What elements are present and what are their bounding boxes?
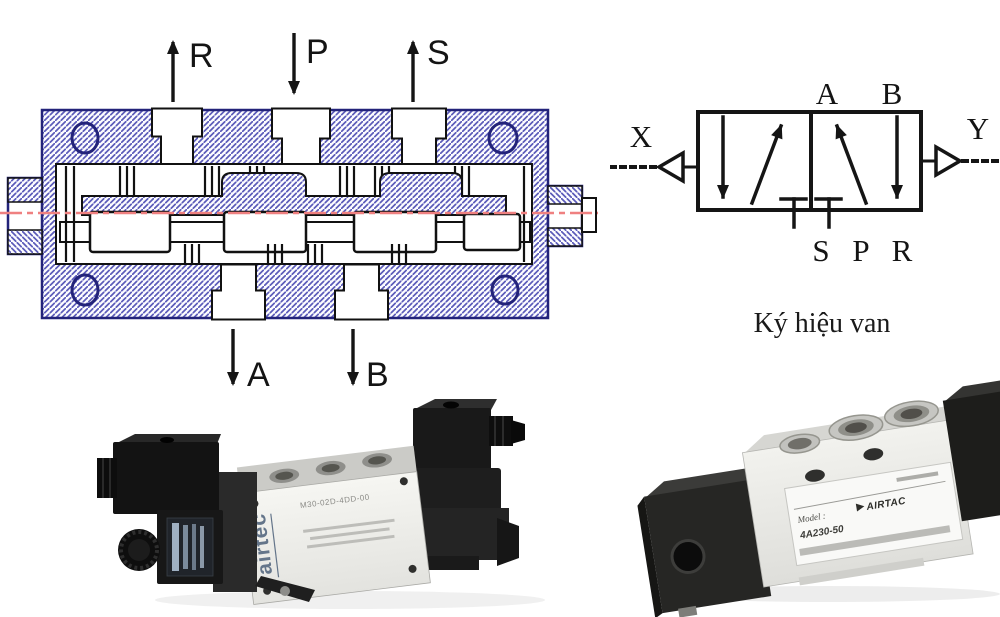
bolt-holes — [70, 121, 520, 307]
port-arrows — [167, 33, 419, 386]
left-valve-shadow — [155, 591, 545, 609]
face-hole-2 — [863, 448, 884, 461]
right-valve-top-ports — [779, 400, 939, 454]
face-hole-1 — [805, 469, 825, 482]
pilot-x — [610, 149, 700, 185]
cable-gland-left — [97, 458, 117, 498]
bolt-hole-top-left — [70, 121, 100, 155]
port-label-r: R — [189, 37, 214, 75]
symbol-flow-paths — [717, 115, 903, 229]
right-valve-nameplate: Model : AIRTAC 4A230-50 — [784, 461, 964, 567]
upper-spool-hatched — [81, 172, 507, 216]
left-end-fitting — [6, 176, 44, 256]
symbol-label-s: S — [812, 233, 829, 268]
manual-override-knob — [118, 529, 160, 571]
left-connector-box — [113, 442, 219, 514]
right-valve-body: Model : AIRTAC 4A230-50 — [741, 400, 974, 588]
left-valve-left-solenoid — [97, 434, 315, 602]
brand-triangle-icon — [855, 503, 865, 512]
right-valve-assembly: Model : AIRTAC 4A230-50 — [637, 377, 1000, 617]
pilot-y — [919, 143, 1000, 179]
valve-cross-section: R P S A B — [0, 33, 598, 394]
right-valve-left-cap — [637, 465, 772, 617]
left-valve-top-ports — [269, 453, 392, 483]
nameplate-blur-top — [896, 471, 939, 482]
pilot-triangle-y — [934, 143, 964, 179]
left-coil-label-text-blur — [172, 523, 204, 571]
right-end-fitting — [546, 184, 597, 248]
bottom-pin — [678, 605, 698, 617]
model-label: Model : — [796, 511, 826, 525]
bolt-hole-top-right — [487, 121, 519, 155]
photo-right-valve: Model : AIRTAC 4A230-50 — [637, 377, 1000, 617]
port-label-s: S — [427, 34, 450, 72]
pilot-triangle-x — [655, 149, 685, 185]
right-valve-right-cap — [942, 377, 1000, 522]
port-label-p: P — [306, 33, 329, 71]
left-valve-spec-blur — [302, 518, 395, 549]
symbol-label-y: Y — [967, 111, 989, 146]
spool-lands — [88, 210, 522, 254]
symbol-caption: Ký hiệu van — [754, 308, 891, 339]
bolt-hole-bottom-left — [70, 273, 100, 307]
pilot-port-hole — [672, 540, 705, 573]
port-label-a: A — [247, 356, 270, 394]
bolt-hole-bottom-right — [490, 274, 520, 306]
bottom-step — [798, 557, 925, 586]
photo-left-valve: airtec M30-02D-4DD-00 — [97, 399, 545, 609]
left-valve-body: airtec M30-02D-4DD-00 — [236, 445, 431, 605]
symbol-arrow-left-diagonal — [749, 123, 784, 206]
connector-screw-hole — [443, 401, 459, 409]
symbol-label-a: A — [816, 76, 839, 111]
nameplate-blur-bottom — [799, 525, 951, 556]
symbol-label-p: P — [852, 233, 869, 268]
port-label-b: B — [366, 356, 389, 394]
cable-gland-right — [489, 416, 513, 446]
valve-symbol: A B X Y S P R Ký hiệu van — [610, 76, 1000, 339]
symbol-label-x: X — [630, 119, 652, 154]
symbol-arrow-right-diagonal — [834, 123, 869, 206]
symbol-label-r: R — [892, 233, 913, 268]
symbol-label-b: B — [882, 76, 903, 111]
mount-screw — [280, 586, 290, 596]
